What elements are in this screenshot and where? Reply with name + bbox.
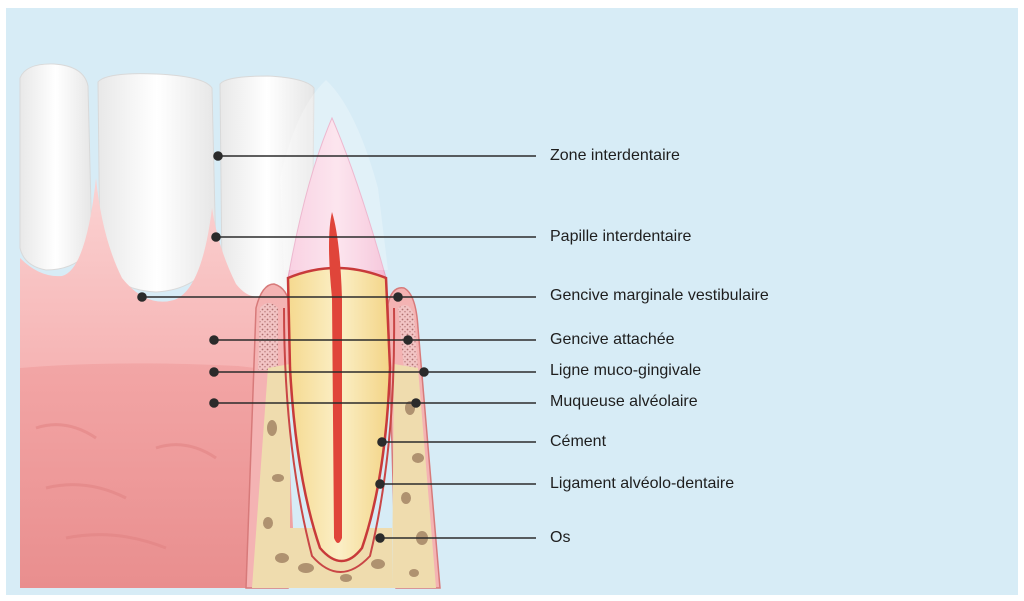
- incisor-crown-2: [98, 74, 216, 292]
- tooth-anatomy-illustration: [6, 8, 1018, 595]
- label-os: Os: [550, 528, 570, 548]
- label-papille-interdentaire: Papille interdentaire: [550, 227, 691, 247]
- label-ligament-alveolo-dentaire: Ligament alvéolo-dentaire: [550, 474, 734, 494]
- label-ligne-muco-gingivale: Ligne muco-gingivale: [550, 361, 701, 381]
- label-gencive-marginale-vestibulaire: Gencive marginale vestibulaire: [550, 286, 769, 306]
- diagram-frame: Zone interdentaire Papille interdentaire…: [6, 8, 1018, 595]
- alveolar-mucosa: [20, 363, 268, 588]
- label-cement: Cément: [550, 432, 606, 452]
- attached-gingiva-left: [258, 303, 278, 370]
- label-zone-interdentaire: Zone interdentaire: [550, 146, 680, 166]
- label-muqueuse-alveolaire: Muqueuse alvéolaire: [550, 392, 698, 412]
- incisor-crown-1: [20, 64, 92, 270]
- label-gencive-attachee: Gencive attachée: [550, 330, 675, 350]
